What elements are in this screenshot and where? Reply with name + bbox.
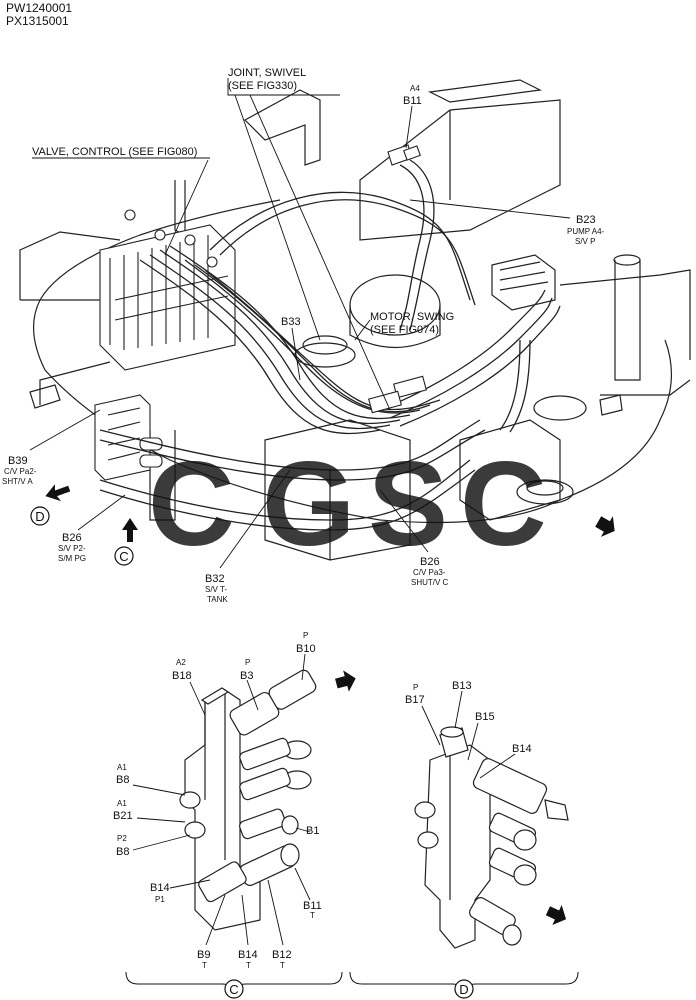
view-marker-d-detail: D: [454, 979, 474, 999]
callout-valve-control: VALVE, CONTROL (SEE FIG080): [32, 146, 197, 158]
svg-text:C: C: [119, 549, 128, 564]
label-b17: B17: [405, 694, 425, 706]
label-p-b10: P: [303, 631, 308, 640]
leader-lines-main: [29, 78, 571, 569]
svg-text:C: C: [229, 982, 238, 997]
detail-brackets: [125, 971, 579, 993]
label-b14-bottom: B14: [238, 949, 258, 961]
callout-b39-sub2: SHT/V A: [2, 477, 33, 486]
label-b15: B15: [475, 711, 495, 723]
callout-b26-left-sub2: S/M PG: [58, 554, 86, 563]
view-marker-d-main: D: [30, 506, 50, 526]
view-arrow-d: [45, 484, 71, 502]
label-b8-p2: B8: [116, 846, 129, 858]
detail-c-labels: A2 B18 P B3 P B10 A1 B8 A1 B21 P2 B8 B1 …: [113, 631, 322, 970]
callout-b32: B32: [205, 573, 225, 585]
label-b9: B9: [197, 949, 210, 961]
callout-b23-sub2: S/V P: [575, 237, 595, 246]
label-p-b3: P: [245, 658, 250, 667]
callout-b32-sub1: S/V T-: [205, 585, 227, 594]
callout-joint-swivel-2: (SEE FIG330): [228, 80, 297, 92]
label-b1: B1: [306, 825, 319, 837]
direction-arrow-main: [595, 516, 615, 537]
control-valve-bank: [99, 209, 236, 371]
label-b12: B12: [272, 949, 292, 961]
view-marker-c-detail: C: [224, 979, 244, 999]
label-b14: B14: [150, 882, 170, 894]
detail-c-valve-block: [179, 669, 317, 931]
label-t-b11: T: [310, 911, 315, 920]
label-t-b14: T: [246, 961, 251, 970]
label-p2-b8: P2: [117, 834, 127, 843]
callout-b32-sub2: TANK: [207, 595, 228, 604]
callout-b26-left-sub1: S/V P2-: [58, 544, 86, 553]
callout-b26-left: B26: [62, 532, 82, 544]
label-b3: B3: [240, 670, 253, 682]
callout-b23-sub1: PUMP A4-: [567, 227, 605, 236]
label-t-b12: T: [280, 961, 285, 970]
callouts-main: JOINT, SWIVEL (SEE FIG330) VALVE, CONTRO…: [2, 67, 605, 604]
callout-a4: A4: [410, 84, 420, 93]
callout-motor-swing-2: (SEE FIG074): [370, 324, 439, 336]
direction-arrow-detail-d: [545, 905, 567, 925]
label-a1-b8: A1: [117, 763, 127, 772]
label-b13: B13: [452, 680, 472, 692]
callout-b11: B11: [403, 95, 422, 107]
drawing-code-2: PX1315001: [6, 14, 69, 28]
view-marker-c-main: C: [114, 546, 134, 566]
label-a1-b21: A1: [117, 799, 127, 808]
label-b18: B18: [172, 670, 192, 682]
hose-bundle: [99, 159, 561, 531]
detail-d-valve-block: [414, 726, 569, 949]
label-p1: P1: [155, 895, 165, 904]
label-t-b9: T: [202, 961, 207, 970]
callout-b33: B33: [281, 316, 301, 328]
callout-b39: B39: [8, 455, 28, 467]
hose-fitting-a4: [387, 144, 421, 166]
label-b14-d: B14: [512, 743, 532, 755]
label-b11-c: B11: [303, 900, 322, 912]
callout-b26-right: B26: [420, 556, 440, 568]
svg-text:D: D: [459, 982, 468, 997]
detail-d-labels: P B17 B13 B15 B14: [405, 680, 532, 755]
upper-frame-assembly: [19, 79, 691, 561]
label-b8-a1: B8: [116, 774, 129, 786]
callout-joint-swivel-1: JOINT, SWIVEL: [228, 67, 306, 79]
direction-arrow-detail-c: [335, 670, 356, 692]
cgsc-watermark-logo: C G S C: [148, 437, 547, 571]
drawing-code-1: PW1240001: [6, 1, 73, 15]
leader-lines-detail-c: [132, 653, 311, 946]
callout-b26-right-sub1: C/V Pa3-: [413, 568, 446, 577]
label-a2: A2: [176, 658, 186, 667]
watermark-letter: C: [460, 437, 547, 571]
label-b10: B10: [296, 643, 316, 655]
callout-b23: B23: [576, 214, 596, 226]
watermark-letter: G: [262, 437, 355, 571]
callout-b26-right-sub2: SHUT/V C: [411, 578, 449, 587]
leader-lines-detail-d: [421, 690, 516, 779]
callout-b39-sub1: C/V Pa2-: [4, 467, 37, 476]
label-p-b17: P: [413, 683, 418, 692]
view-arrow-c: [122, 518, 138, 542]
callout-motor-swing-1: MOTOR, SWING: [370, 311, 454, 323]
label-b21: B21: [113, 810, 133, 822]
watermark-letter: C: [148, 437, 235, 571]
watermark-letter: S: [368, 437, 448, 571]
svg-text:D: D: [35, 509, 44, 524]
